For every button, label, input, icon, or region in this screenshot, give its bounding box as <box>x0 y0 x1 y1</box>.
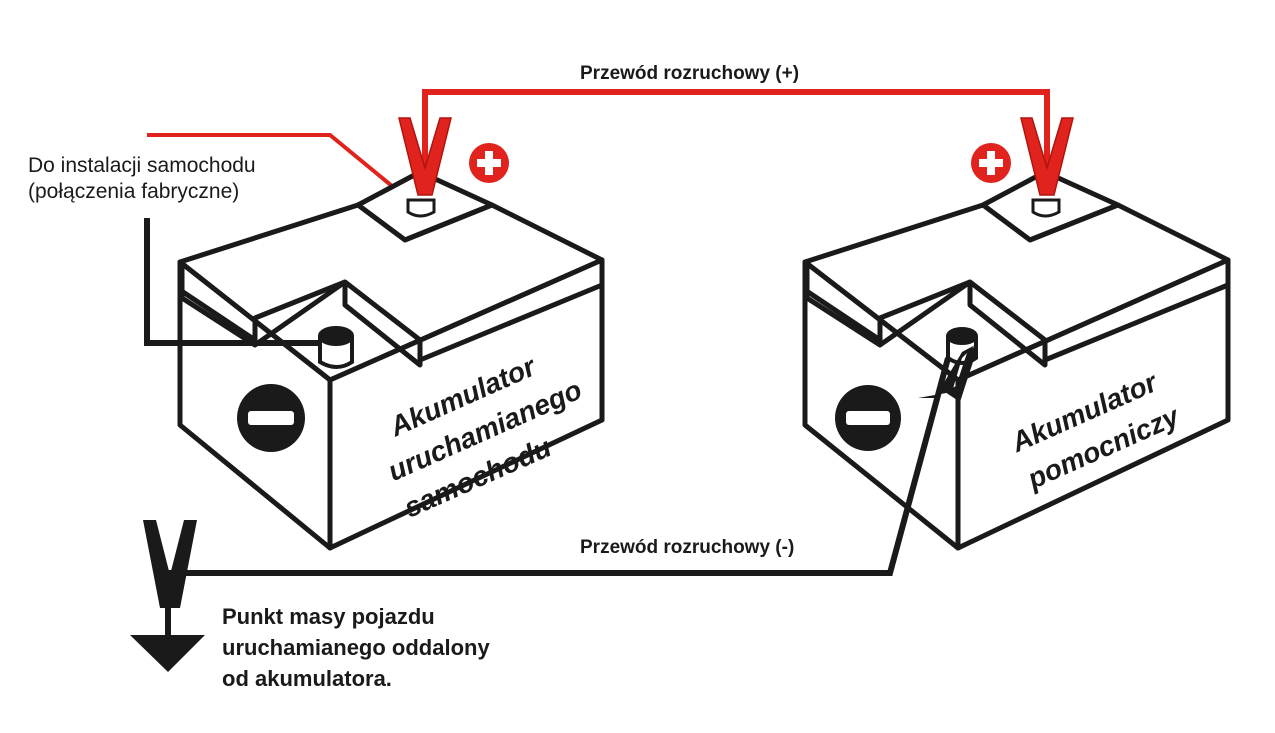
car-installation-label-line1: Do instalacji samochodu <box>28 154 256 177</box>
battery-right-recess <box>804 265 1048 368</box>
minus-symbol-icon <box>835 385 901 451</box>
battery-right <box>802 169 1231 551</box>
ground-point-label-line1: Punkt masy pojazdu <box>222 604 435 629</box>
car-installation-label-line2: (połączenia fabryczne) <box>28 180 239 203</box>
battery-left-plus-post <box>406 198 436 218</box>
ground-symbol-icon <box>130 635 205 672</box>
battery-left-recess <box>179 265 423 368</box>
cable-positive-label: Przewód rozruchowy (+) <box>580 63 799 84</box>
plus-symbol-icon <box>469 143 509 183</box>
car-installation-red-wire <box>147 133 417 207</box>
clamp-icon <box>143 520 197 608</box>
car-installation-black-wire <box>144 218 322 346</box>
battery-left <box>177 169 605 551</box>
battery-left-minus-post <box>318 326 354 369</box>
clamp-icon <box>398 117 452 196</box>
cable-negative-label: Przewód rozruchowy (-) <box>580 537 794 558</box>
positive-jumper-cable <box>422 89 1050 185</box>
battery-right-plus-post <box>1031 198 1061 218</box>
clamp-icon <box>1020 117 1074 196</box>
ground-point-label-line3: od akumulatora. <box>222 666 392 691</box>
minus-symbol-icon <box>237 384 305 452</box>
ground-point-label-line2: uruchamianego oddalony <box>222 635 490 660</box>
plus-symbol-icon <box>971 143 1011 183</box>
clamp-icon <box>918 345 978 402</box>
